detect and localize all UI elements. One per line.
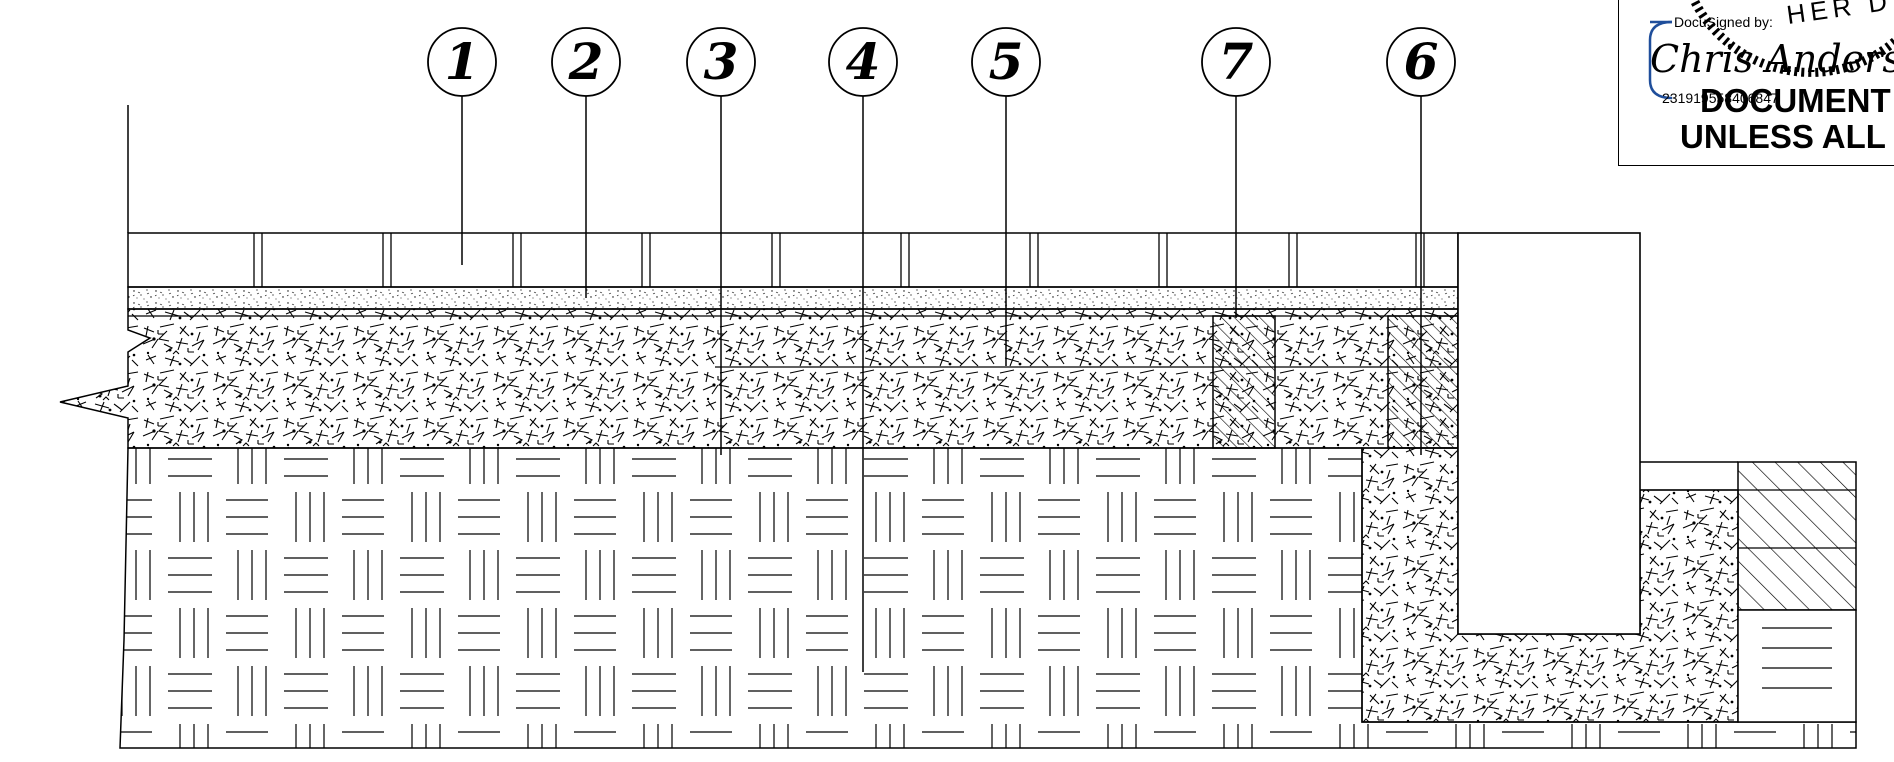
callout-5: 5: [971, 27, 1041, 366]
callout-circle: [686, 27, 756, 97]
envelope-id: 231919558406847: [1662, 90, 1779, 106]
stamp-notice-line2: UNLESS ALL: [1680, 118, 1886, 155]
callout-circle: [551, 27, 621, 97]
callout-number: 1: [445, 32, 480, 91]
callout-2: 2: [551, 27, 621, 298]
edge-restraint-6: [1387, 315, 1459, 449]
callout-circle: [971, 27, 1041, 97]
notary-seal-arc: [1691, 0, 1894, 77]
curb-wall: [1457, 232, 1641, 635]
callout-1: 1: [427, 27, 497, 265]
callout-circle: [1386, 27, 1456, 97]
callout-number: 2: [568, 32, 604, 91]
docusign-label: DocuSigned by:: [1674, 14, 1773, 30]
signature-stamp: HER D. A DocuSigned by: Chris Anderson 2…: [1618, 0, 1894, 166]
callout-number: 5: [989, 32, 1024, 91]
callout-circle: [427, 27, 497, 97]
callout-number: 4: [846, 32, 881, 91]
callout-number: 7: [1219, 32, 1254, 91]
callout-3: 3: [686, 27, 756, 455]
callout-4: 4: [828, 27, 898, 672]
callout-circle: [828, 27, 898, 97]
docusign-bracket: [1648, 20, 1673, 100]
callout-circle: [1201, 27, 1271, 97]
paver-layer: [127, 232, 1459, 288]
callout-number: 6: [1404, 32, 1439, 91]
stamp-notice-line1: DOCUMENT: [1700, 82, 1891, 119]
callout-6: 6: [1386, 27, 1456, 455]
adjacent-pavement: [1640, 461, 1857, 723]
sand-setting-bed: [127, 286, 1459, 310]
callout-number: 3: [704, 32, 739, 91]
callout-7: 7: [1201, 27, 1271, 318]
edge-restraint-7: [1212, 315, 1276, 449]
signature: Chris Anderson: [1650, 37, 1894, 81]
